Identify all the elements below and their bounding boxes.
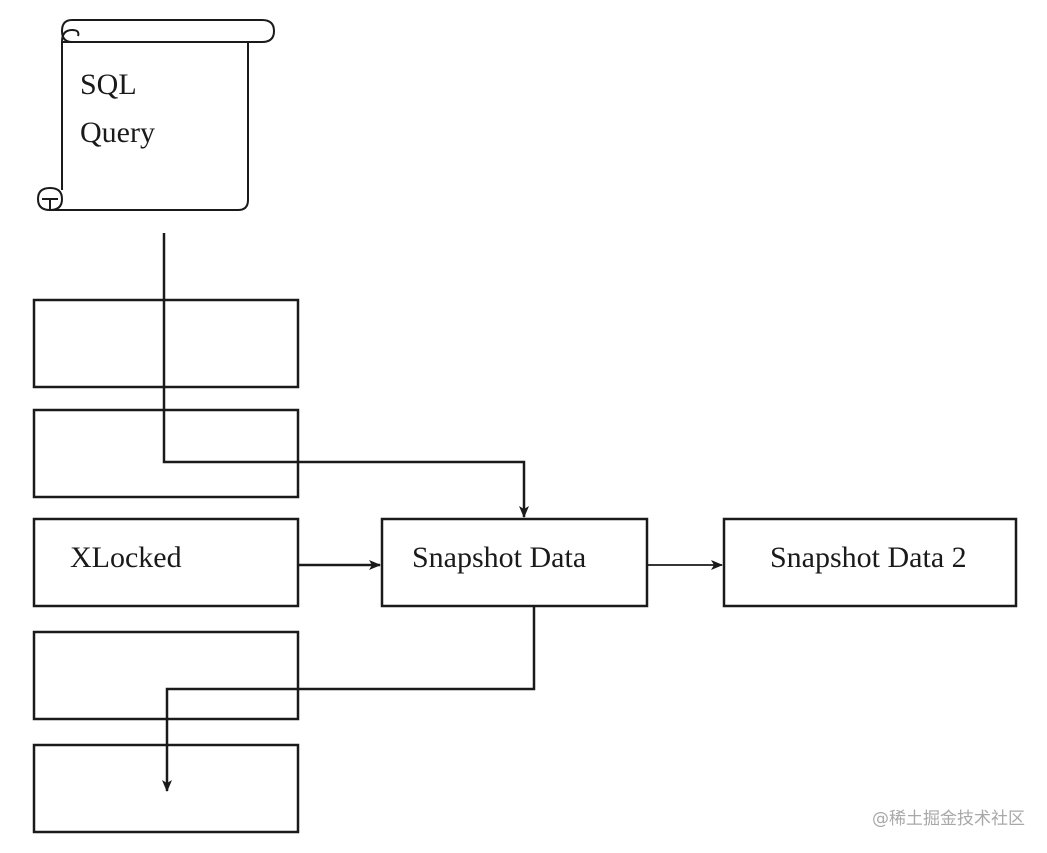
snapshot-data-box (380, 517, 649, 608)
query-to-snapshot-arrow (162, 233, 529, 518)
scroll-top-curl (60, 19, 73, 43)
snapshot-data-2-label: Snapshot Data 2 (770, 541, 967, 574)
row-box-2 (32, 408, 300, 499)
row-label-xlocked: XLocked (70, 541, 182, 574)
snapshot-data-label: Snapshot Data (412, 541, 586, 574)
scroll-body (50, 42, 249, 211)
scroll-label-line2: Query (80, 116, 155, 149)
row-box-xlocked (32, 517, 300, 608)
scroll-label-line1: SQL (80, 68, 137, 101)
snapshot-to-row-arrow (162, 606, 536, 792)
scroll-top-roll (60, 19, 276, 43)
watermark-text: @稀土掘金技术社区 (872, 809, 1025, 829)
row-box-1 (32, 298, 300, 389)
scroll-bottom-curl (36, 186, 64, 211)
sql-query-scroll: SQL Query (36, 19, 276, 211)
snapshot-data-2-box (722, 517, 1018, 608)
